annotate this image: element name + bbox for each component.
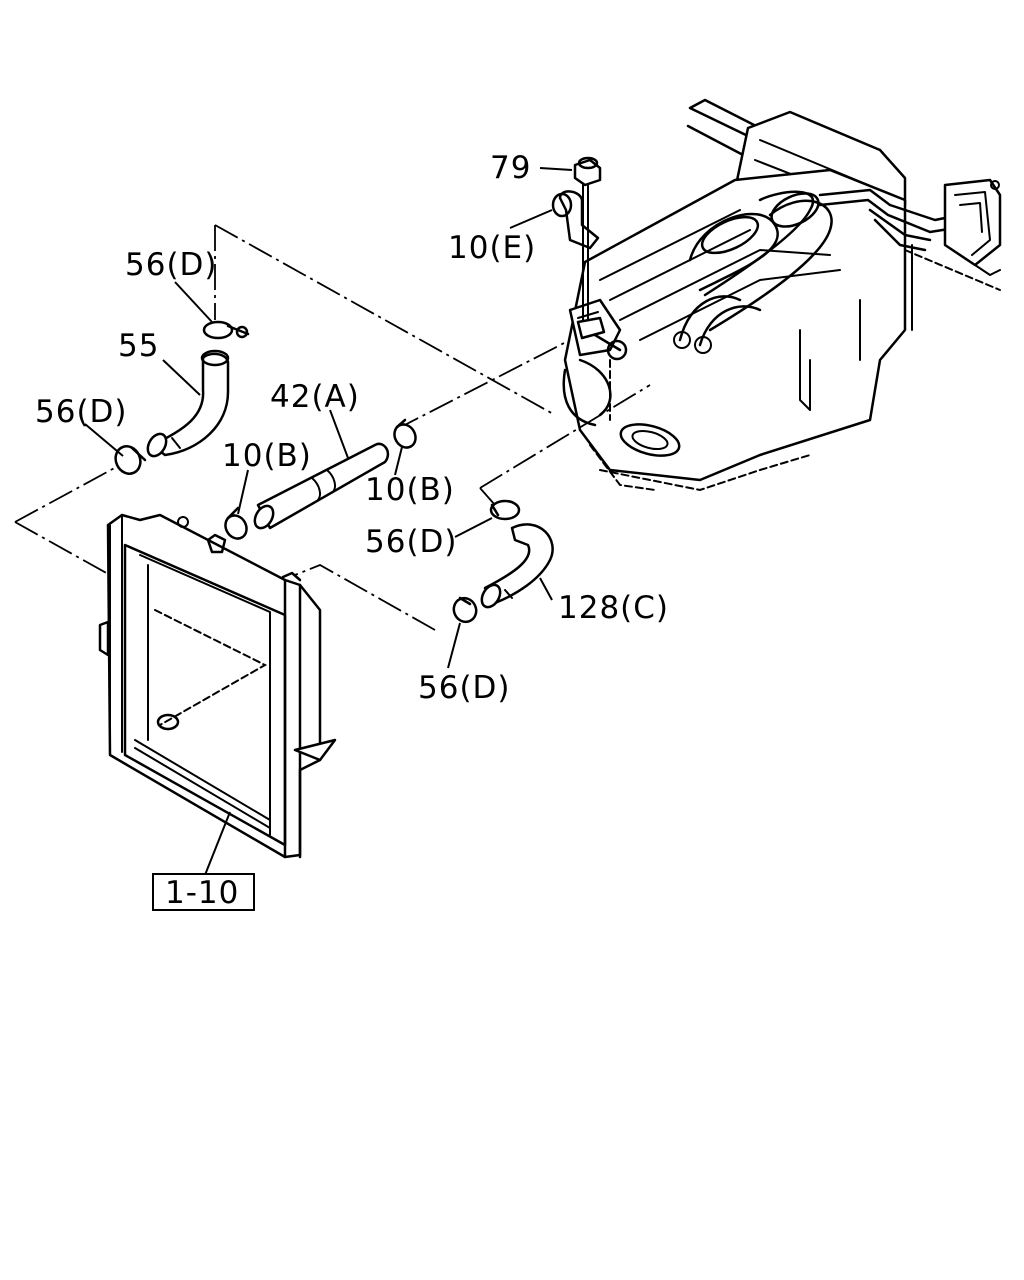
label-part-56d-bottom: 56(D) (418, 670, 511, 706)
label-part-56d-left: 56(D) (35, 394, 128, 430)
engine-block-icon (562, 98, 1002, 492)
label-part-128c: 128(C) (558, 590, 669, 626)
label-part-79: 79 (490, 150, 531, 186)
label-part-56d-mid: 56(D) (365, 524, 458, 560)
reference-box-1-10: 1-10 (152, 873, 255, 911)
leader-lines (84, 167, 573, 876)
label-part-55: 55 (118, 328, 159, 364)
label-part-1-10: 1-10 (165, 875, 239, 911)
label-part-10e: 10(E) (448, 230, 536, 266)
label-part-10b-left: 10(B) (222, 438, 312, 474)
hose-icon (253, 442, 390, 530)
hose-clamp-icon (452, 499, 521, 624)
label-part-56d-top: 56(D) (125, 247, 218, 283)
assembly-centerlines (14, 224, 651, 631)
hose-clamp-icon (224, 418, 417, 540)
radiator-icon (98, 513, 337, 859)
label-part-10b-right: 10(B) (365, 472, 455, 508)
hose-icon (146, 349, 230, 458)
hose-clamp-icon (114, 320, 250, 475)
hose-icon (480, 523, 554, 609)
nut-icon (573, 156, 602, 187)
label-part-42a: 42(A) (270, 379, 360, 415)
bracket-icon (551, 184, 606, 340)
